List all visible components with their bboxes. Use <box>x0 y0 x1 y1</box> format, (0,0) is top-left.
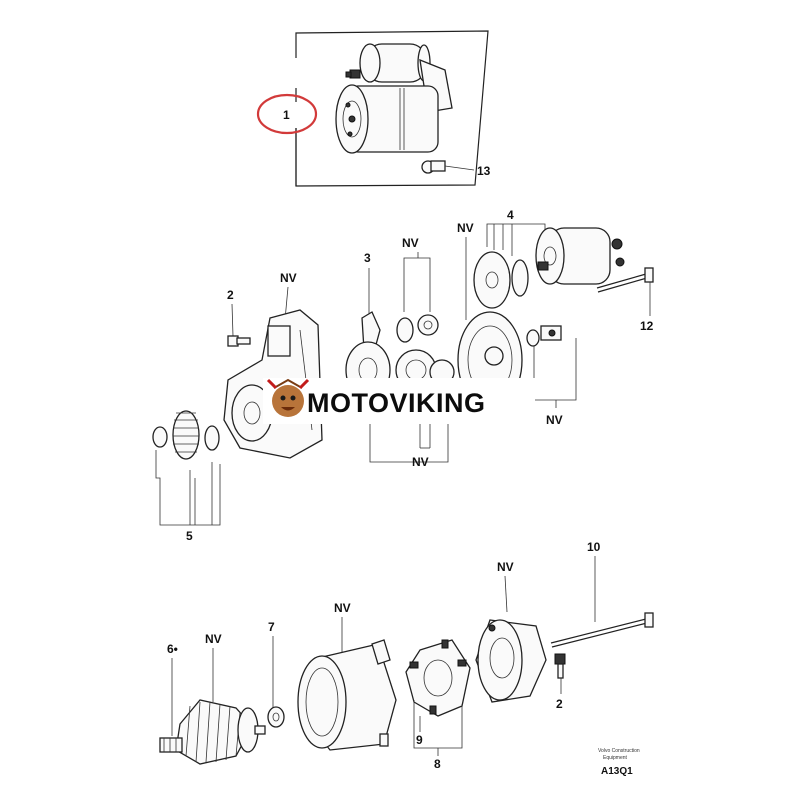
terminal-parts <box>526 325 562 347</box>
footer-code: A13Q1 <box>601 766 633 777</box>
nv-label-stator: NV <box>334 601 351 615</box>
footer-line-1: Volvo Construction <box>598 748 640 754</box>
nv-label-armature: NV <box>205 632 222 646</box>
watermark-text: MOTOVIKING <box>307 388 486 418</box>
nv-label-springs: NV <box>402 236 419 250</box>
nv-label-end-cover: NV <box>497 560 514 574</box>
washer <box>267 706 285 728</box>
footer-line-2: Equipment <box>603 755 628 761</box>
label-screw-top: 13 <box>477 164 491 178</box>
label-assembly: 1 <box>283 108 290 122</box>
highlight-circle <box>256 93 318 135</box>
solenoid-plunger <box>473 251 529 309</box>
label-solenoid-group: 4 <box>507 208 514 222</box>
starter-motor-assembly <box>335 43 453 154</box>
brush-plate <box>405 639 471 717</box>
springs <box>396 314 439 343</box>
watermark: MOTOVIKING <box>263 378 535 424</box>
commutator-end-cover <box>475 619 547 703</box>
label-through-bolt: 10 <box>587 540 601 554</box>
nv-label-drive-housing: NV <box>280 271 297 285</box>
nv-label-gears: NV <box>412 455 429 469</box>
label-solenoid-bolt: 12 <box>640 319 654 333</box>
screw-right <box>554 653 566 679</box>
through-bolt <box>550 612 654 648</box>
armature <box>159 699 266 765</box>
solenoid <box>535 227 625 285</box>
nv-label-terminal: NV <box>546 413 563 427</box>
solenoid-bolt <box>596 267 654 293</box>
label-brush-plate-a: 8 <box>434 757 441 771</box>
bolt-13 <box>421 160 475 174</box>
label-lever: 3 <box>364 251 371 265</box>
pinion-gear <box>152 410 220 460</box>
label-screw-left: 2 <box>227 288 234 302</box>
nv-label-ring-plate: NV <box>457 221 474 235</box>
viking-logo <box>266 378 310 417</box>
stator-housing <box>297 639 397 751</box>
label-pinion-group: 5 <box>186 529 193 543</box>
screw-left <box>227 335 251 347</box>
label-armature: 6• <box>167 642 178 656</box>
label-washer: 7 <box>268 620 275 634</box>
label-screw-right: 2 <box>556 697 563 711</box>
label-brush-plate-b: 9 <box>416 733 423 747</box>
